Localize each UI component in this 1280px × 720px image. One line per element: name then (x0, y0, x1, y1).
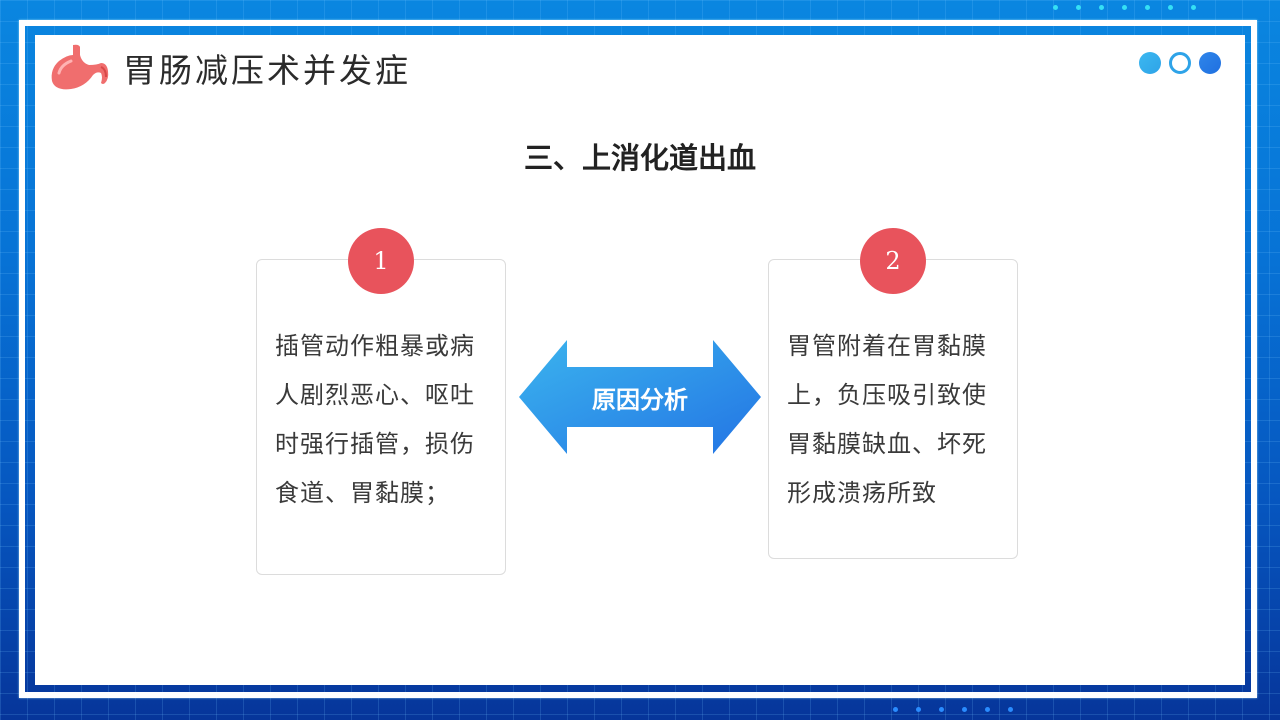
cause-card-1: 1 插管动作粗暴或病人剧烈恶心、呕吐时强行插管，损伤食道、胃黏膜； (256, 228, 506, 575)
slide-panel: 胃肠减压术并发症 三、上消化道出血 1 插管动作粗暴或病人剧烈恶心、呕吐时强行插… (35, 35, 1245, 685)
card-text: 插管动作粗暴或病人剧烈恶心、呕吐时强行插管，损伤食道、胃黏膜； (275, 332, 475, 507)
slide-header: 胃肠减压术并发症 (49, 43, 411, 93)
circle-filled-icon (1199, 52, 1221, 74)
number-badge: 2 (860, 228, 926, 294)
decorative-dots-bottom (893, 707, 1013, 712)
circle-filled-icon (1139, 52, 1161, 74)
card-text: 胃管附着在胃黏膜上，负压吸引致使胃黏膜缺血、坏死形成溃疡所致 (787, 332, 987, 507)
double-arrow-icon (519, 340, 761, 454)
circle-outline-icon (1169, 52, 1191, 74)
decorative-dots-top (1053, 5, 1196, 10)
decorative-circles (1139, 52, 1221, 74)
slide-frame (19, 20, 1257, 698)
section-title: 三、上消化道出血 (523, 141, 756, 175)
number-badge: 1 (348, 228, 414, 294)
stomach-icon (51, 44, 109, 90)
header-title: 胃肠减压术并发症 (123, 51, 411, 90)
cause-analysis-label: 原因分析 (592, 385, 688, 414)
cause-card-2: 2 胃管附着在胃黏膜上，负压吸引致使胃黏膜缺血、坏死形成溃疡所致 (768, 228, 1018, 559)
